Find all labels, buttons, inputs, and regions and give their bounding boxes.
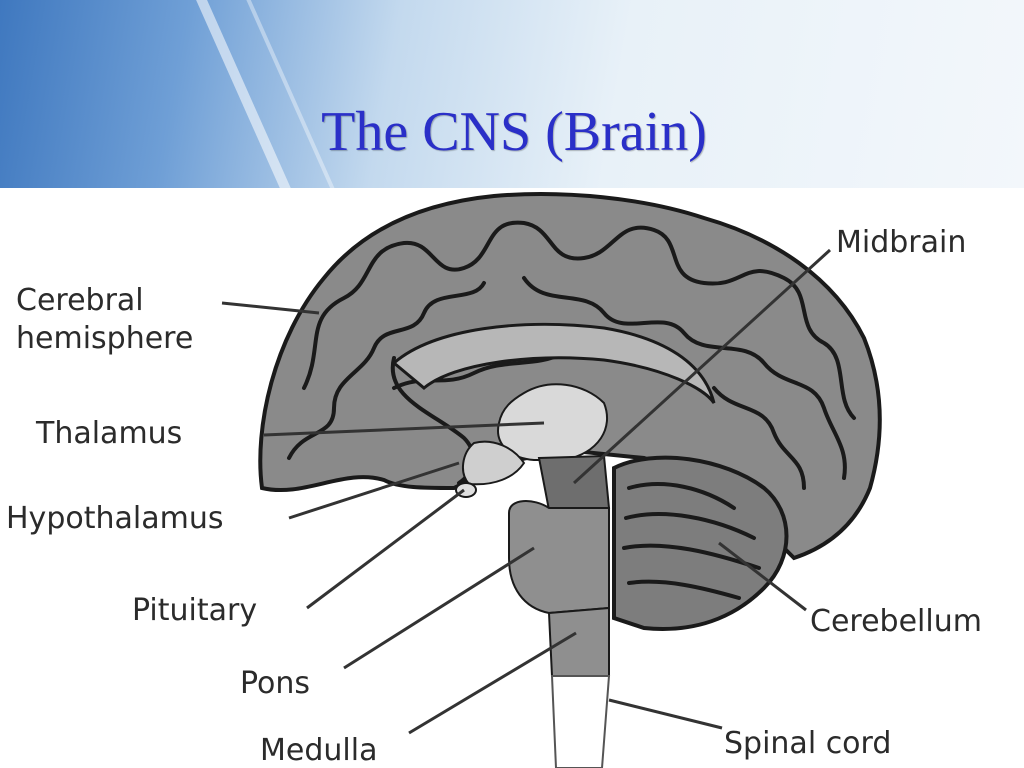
- leader-hypothalamus: [288, 461, 460, 520]
- label-thalamus: Thalamus: [35, 416, 182, 451]
- leader-pons: [343, 546, 535, 670]
- hypothalamus-shape: [462, 440, 526, 486]
- label-spinal-cord: Spinal cord: [724, 726, 891, 761]
- slide-header: [0, 0, 1024, 188]
- label-hypothalamus: Hypothalamus: [6, 501, 223, 536]
- label-pons: Pons: [240, 666, 310, 701]
- leader-cerebellum: [718, 541, 807, 612]
- leader-cerebral-hemisphere: [221, 301, 320, 315]
- spinal-cord-shape: [550, 675, 611, 768]
- label-cerebral-line1: Cerebral: [16, 283, 144, 318]
- leader-spinal-cord: [608, 698, 723, 730]
- pons-shape: [508, 500, 610, 615]
- label-midbrain: Midbrain: [836, 225, 966, 260]
- label-cerebral-line2: hemisphere: [16, 321, 193, 356]
- label-cerebellum: Cerebellum: [810, 604, 982, 639]
- corpus-callosum: [391, 322, 716, 404]
- label-pituitary: Pituitary: [132, 593, 257, 628]
- medulla-shape: [547, 606, 610, 677]
- cortex-gyri: [712, 386, 806, 490]
- cerebellum-folia: [622, 482, 761, 600]
- cortex-gyri: [287, 281, 486, 460]
- cerebellum-shape: [612, 455, 789, 631]
- leader-thalamus: [263, 421, 545, 437]
- leader-medulla: [408, 631, 577, 735]
- cortex-gyri: [302, 220, 856, 420]
- slide-title: The CNS (Brain): [321, 101, 707, 163]
- leader-pituitary: [306, 488, 465, 610]
- cortex-gyri: [522, 276, 847, 480]
- brain-diagram: Cerebral hemisphere Thalamus Hypothalamu…: [4, 188, 1024, 768]
- leader-midbrain: [572, 248, 832, 485]
- brain-illustration: Cerebral hemisphere Thalamus Hypothalamu…: [6, 192, 982, 768]
- label-medulla: Medulla: [260, 733, 377, 768]
